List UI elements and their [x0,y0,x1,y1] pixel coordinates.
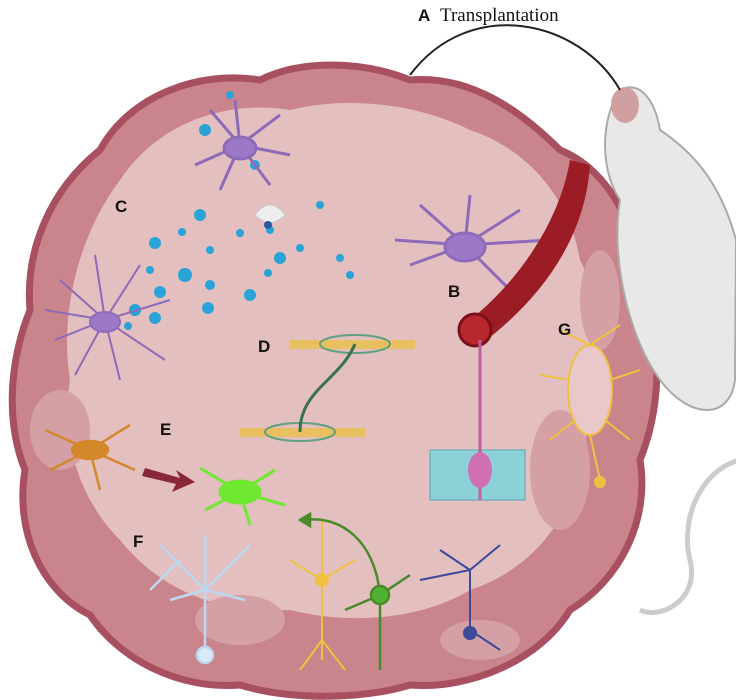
title-transplantation: Transplantation [440,5,559,26]
synapse [254,204,286,229]
vessel-cross-section [457,312,493,348]
blood-vessel [470,160,590,345]
differentiation-arrow [142,468,195,492]
green-projection-neuron [297,511,411,670]
yellow-neuron-bottom [289,520,356,671]
organoid-inner [67,102,601,619]
label-c: C [115,197,127,216]
astrocyte-top [194,99,291,191]
mouse [604,86,736,616]
transplant-pipette [409,24,621,91]
yellow-radial-neuron [539,324,641,488]
green-neuron [199,466,286,526]
orange-neuron [44,423,136,491]
blue-neuron [419,544,501,651]
organoid-folds [30,250,620,660]
astrocyte-left [44,254,171,381]
astrocyte-b [394,194,551,302]
label-f: F [133,532,143,551]
label-b: B [448,282,460,301]
signaling-particles [124,91,354,330]
purkinje-cell [149,535,251,665]
myelinated-axon [240,334,415,442]
label-g: G [558,320,571,339]
label-d: D [258,337,270,356]
label-a: A [418,6,430,25]
pink-neuron-epithelium [429,340,526,501]
label-e: E [160,420,171,439]
